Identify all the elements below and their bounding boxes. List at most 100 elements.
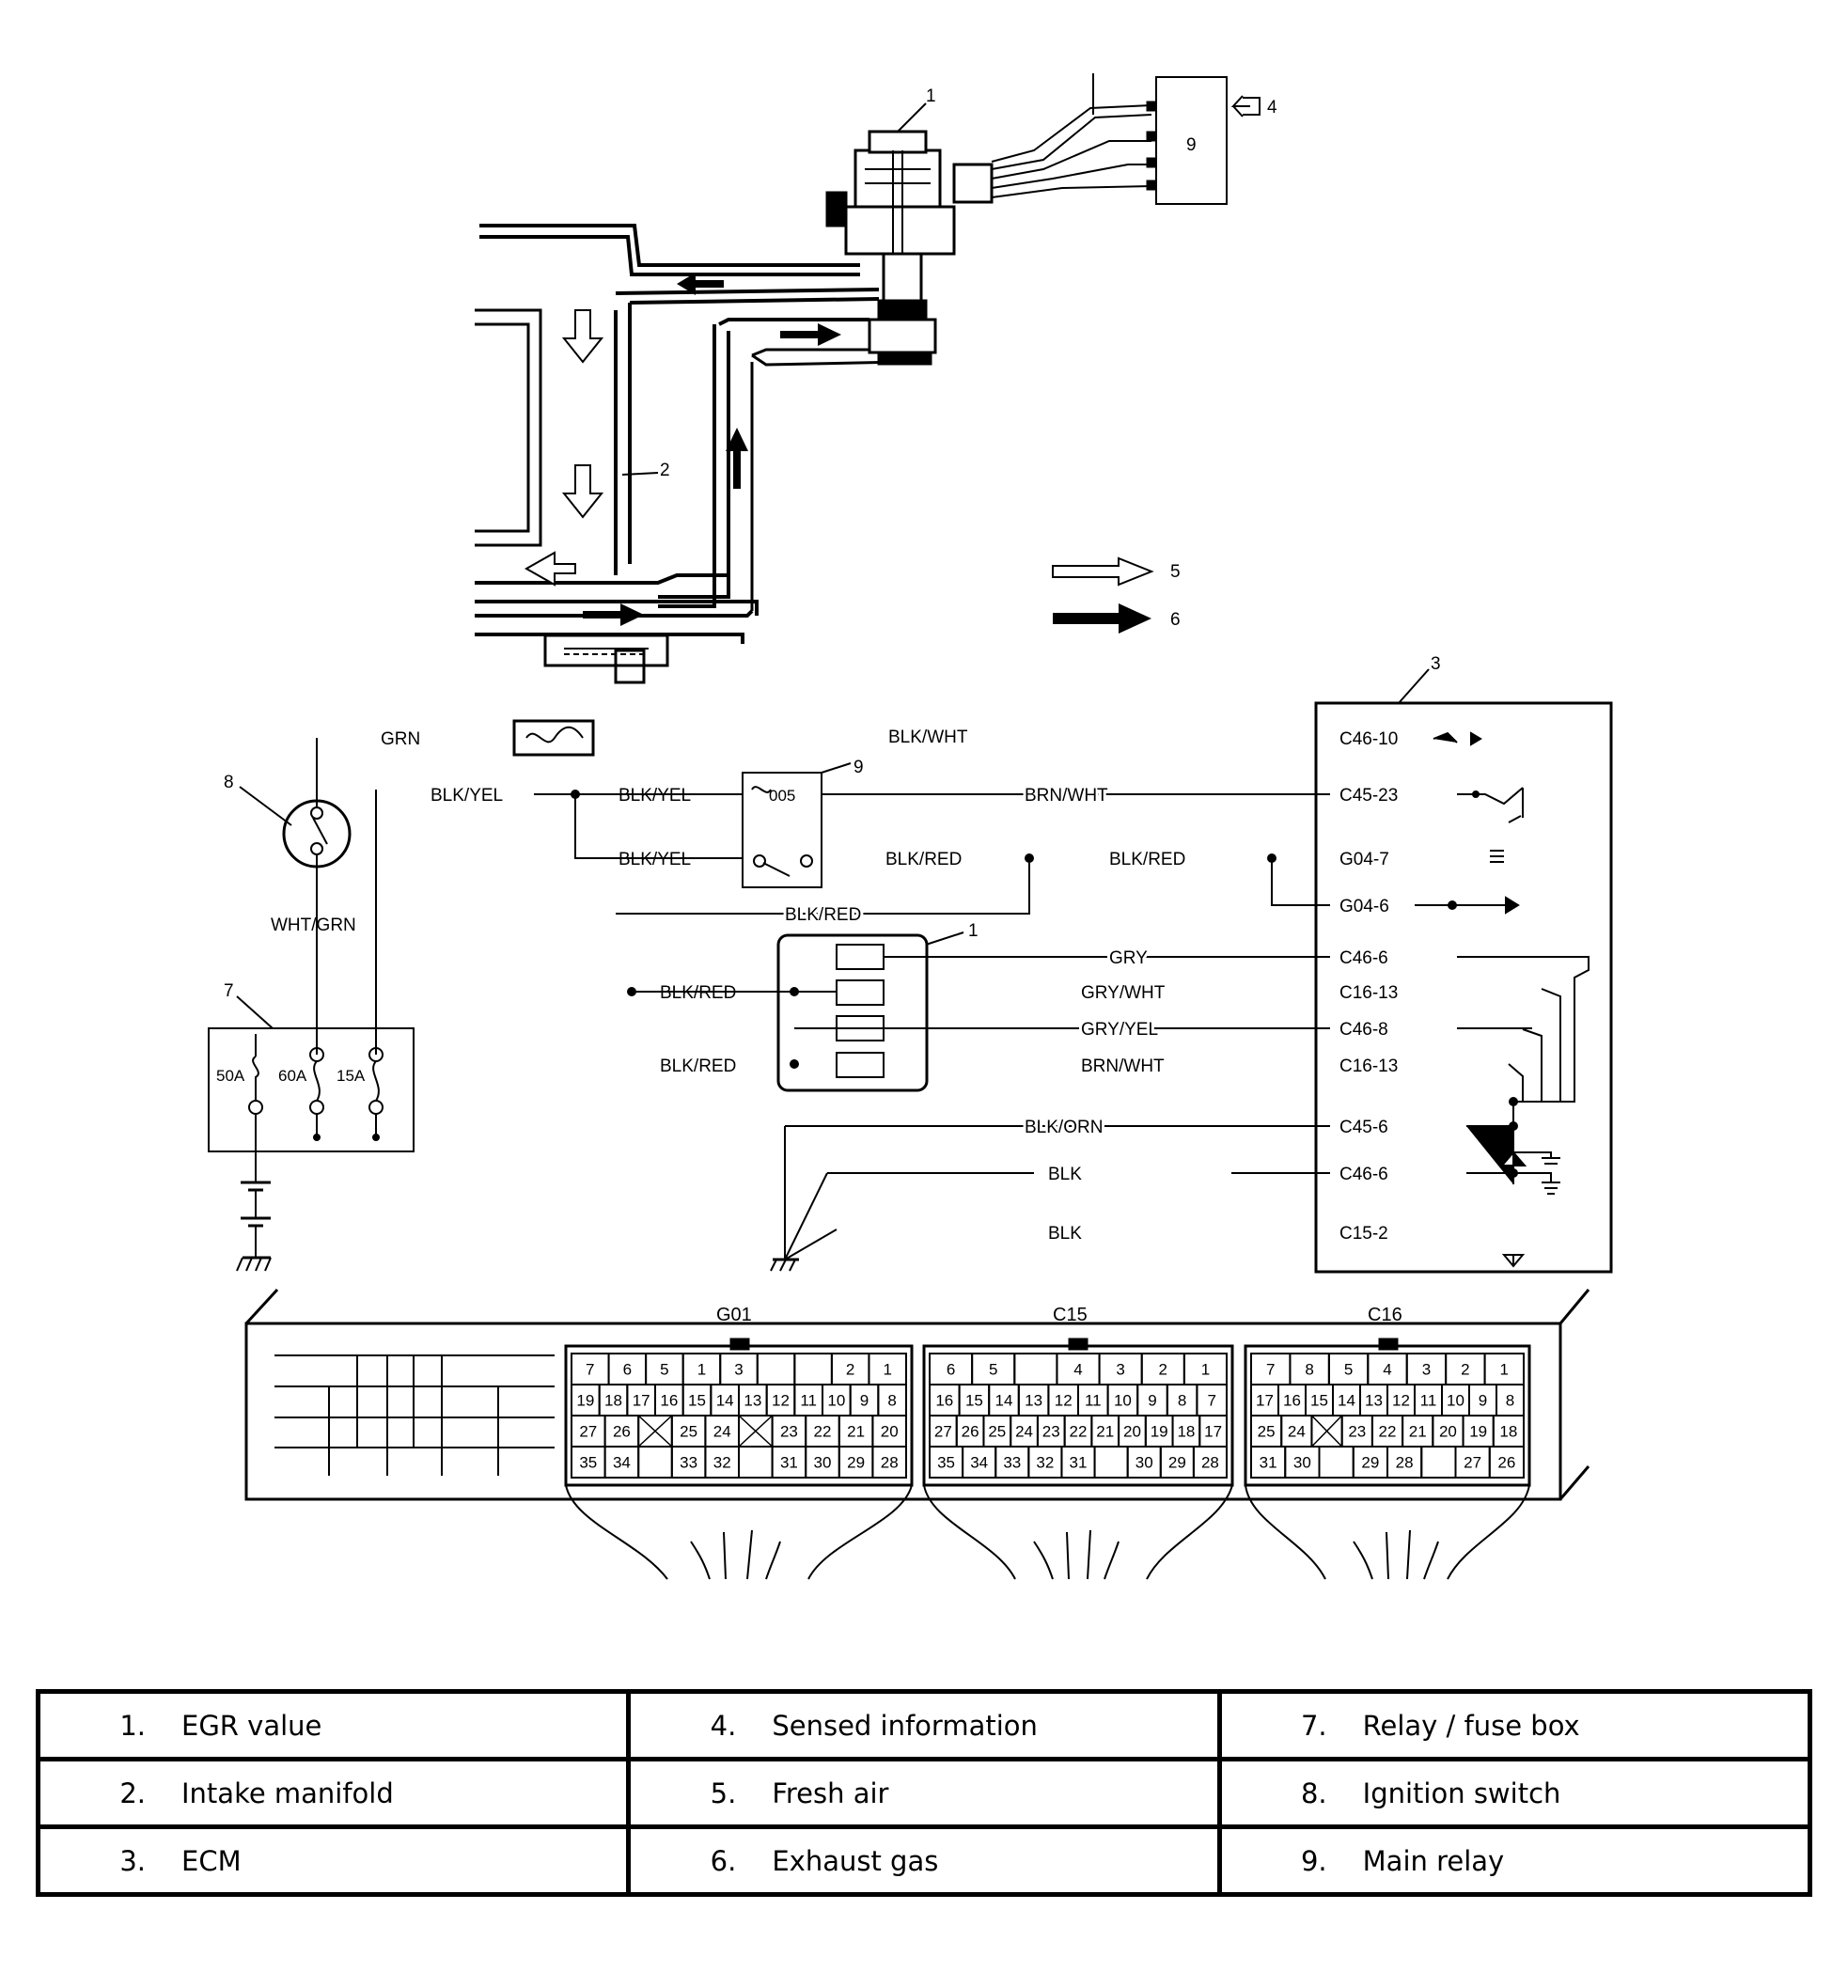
- callout-7-fusebox: 7: [224, 981, 234, 1001]
- pin-number: 23: [1042, 1423, 1060, 1441]
- pin-number: 20: [1123, 1423, 1141, 1441]
- ecm-pin-4: G04-6: [1339, 897, 1389, 916]
- pin-cell: [756, 1353, 796, 1385]
- pin-number: 22: [814, 1423, 832, 1441]
- wire-brn-wht-1: BRN/WHT: [1025, 786, 1108, 806]
- pin-number: 13: [744, 1392, 761, 1410]
- wire-blk-red-4: BLK/RED: [660, 983, 736, 1003]
- pin-number: 25: [680, 1423, 697, 1441]
- ecm-pin-11: C15-2: [1339, 1224, 1388, 1244]
- pin-cell: [1013, 1353, 1058, 1385]
- pin-number: 14: [995, 1392, 1013, 1410]
- ecm-connector-body: [244, 1288, 1590, 1580]
- legend-label: EGR value: [181, 1709, 322, 1742]
- pin-number: 24: [1288, 1423, 1306, 1441]
- pin-number: 1: [1500, 1361, 1509, 1379]
- legend-label: ECM: [181, 1844, 242, 1877]
- pin-number: 2: [846, 1361, 854, 1379]
- ecm-pin-3: G04-7: [1339, 850, 1389, 869]
- pin-number: 4: [1073, 1361, 1082, 1379]
- sensed-info-arrow: [1230, 95, 1261, 117]
- pin-number: 14: [716, 1392, 734, 1410]
- pin-number: 9: [1148, 1392, 1156, 1410]
- pin-number: 22: [1070, 1423, 1088, 1441]
- exhaust-arrow-up: [726, 428, 748, 489]
- callout-2-manifold: 2: [660, 461, 670, 480]
- wire-brn-wht-2: BRN/WHT: [1081, 1057, 1165, 1076]
- wire-blk-orn: BLK/ORN: [1025, 1118, 1103, 1137]
- legend-num: 6.: [710, 1844, 737, 1877]
- wire-gry-wht: GRY/WHT: [1081, 983, 1166, 1003]
- pin-number: 7: [586, 1361, 594, 1379]
- sensor-block: [776, 933, 929, 1092]
- pin-cell: [1488, 1446, 1525, 1479]
- pin-cell: [1420, 1446, 1457, 1479]
- callout-8-ignition: 8: [224, 773, 234, 792]
- egr-valve: [825, 130, 994, 366]
- connector-name-g01: G01: [716, 1305, 752, 1325]
- pin-cell: [738, 1446, 774, 1479]
- pin-number: 5: [989, 1361, 997, 1379]
- pin-cell-blank-mark: [738, 1415, 774, 1448]
- legend-num: 2.: [119, 1777, 146, 1809]
- wiring: [208, 668, 1613, 1274]
- pin-number: 12: [1055, 1392, 1073, 1410]
- legend-table: 1.EGR value 4.Sensed information 7.Relay…: [35, 1689, 1813, 1897]
- pin-number: 33: [1003, 1454, 1021, 1472]
- egr-system-diagram: 7651321191817161514131211109827262524232…: [208, 73, 1613, 1580]
- wire-blk-yel-1: BLK/YEL: [619, 786, 691, 806]
- egr-assembly: [475, 73, 1261, 684]
- legend-num: 5.: [710, 1777, 737, 1809]
- pin-number: 32: [1036, 1454, 1054, 1472]
- pin-number: 29: [1361, 1454, 1379, 1472]
- legend-item: 5.Fresh air: [631, 1761, 1216, 1824]
- pin-number: 7: [1207, 1392, 1215, 1410]
- exhaust-arrow-right-2: [583, 603, 644, 626]
- pin-number: 10: [827, 1392, 845, 1410]
- pin-number: 18: [1499, 1423, 1517, 1441]
- pin-number: 15: [688, 1392, 706, 1410]
- pin-number: 7: [1266, 1361, 1275, 1379]
- fuse-label-1: 50A: [216, 1067, 245, 1085]
- pin-number: 2: [1159, 1361, 1167, 1379]
- callout-4-sensed: 4: [1267, 98, 1277, 117]
- pin-number: 30: [1135, 1454, 1153, 1472]
- pin-number: 26: [962, 1423, 979, 1441]
- pin-cell-blank-mark: [1310, 1415, 1343, 1448]
- egr-symbol-box: [512, 719, 595, 757]
- wire-blk-1: BLK: [1048, 1165, 1082, 1184]
- legend-label: Exhaust gas: [772, 1844, 939, 1877]
- wire-blk-red-3: BLK/RED: [785, 905, 861, 925]
- pin-number: 3: [1116, 1361, 1124, 1379]
- pin-number: 34: [613, 1454, 631, 1472]
- pin-cell: [871, 1446, 908, 1479]
- legend-label: Ignition switch: [1362, 1777, 1561, 1809]
- pin-number: 1: [883, 1361, 891, 1379]
- wire-blk-wht: BLK/WHT: [888, 728, 968, 747]
- pin-number: 23: [780, 1423, 798, 1441]
- legend-num: 9.: [1300, 1844, 1327, 1877]
- pin-cell: [1192, 1446, 1229, 1479]
- legend-item: 6. Exhaust gas: [631, 1829, 1216, 1892]
- pin-number: 22: [1379, 1423, 1397, 1441]
- exhaust-arrow-left: [677, 273, 724, 295]
- pin-number: 26: [1497, 1454, 1515, 1472]
- legend-item: 2.Intake manifold: [40, 1761, 626, 1824]
- pin-number: 18: [604, 1392, 622, 1410]
- callout-9-box: 9: [1186, 135, 1197, 155]
- legend-label: Main relay: [1362, 1844, 1505, 1877]
- pin-number: 27: [934, 1423, 952, 1441]
- main-relay-box: [742, 772, 822, 888]
- pin-number: 13: [1025, 1392, 1042, 1410]
- pin-number: 31: [780, 1454, 798, 1472]
- pin-number: 19: [1469, 1423, 1487, 1441]
- legend-num: 8.: [1300, 1777, 1327, 1809]
- pin-number: 20: [881, 1423, 899, 1441]
- legend-item: 1.EGR value: [40, 1694, 626, 1757]
- pin-number: 1: [697, 1361, 706, 1379]
- pin-number: 28: [1201, 1454, 1219, 1472]
- pin-number: 4: [1383, 1361, 1391, 1379]
- pin-number: 19: [1151, 1423, 1168, 1441]
- pin-number: 15: [1310, 1392, 1328, 1410]
- pin-cell: [1318, 1446, 1355, 1479]
